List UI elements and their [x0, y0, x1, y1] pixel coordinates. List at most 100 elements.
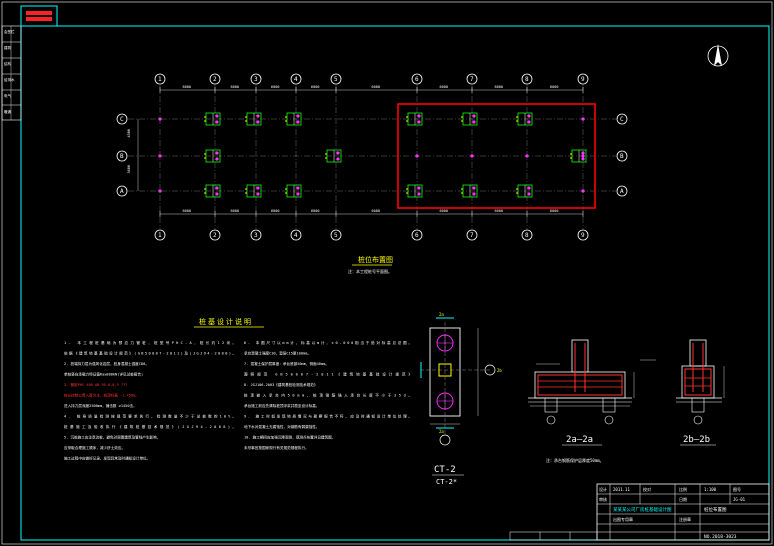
tb-label-scale: 比例 [679, 486, 687, 492]
axis-label: 2 [213, 232, 217, 239]
note-line: 依据《建筑地基基础设计规范》(GB50007-2011)及(JGJ94-2008… [64, 351, 236, 356]
axis-bubble [154, 229, 166, 241]
axis-bubble [290, 73, 302, 85]
dim-label-bottom: 6000 [550, 209, 558, 213]
north-arrow-icon [707, 44, 729, 67]
axis-bubble [116, 113, 128, 125]
axis-bubble [290, 229, 302, 241]
pile-cap [204, 184, 221, 198]
axis-bubble [577, 73, 589, 85]
dim-label-bottom: 6000 [271, 209, 279, 213]
axis-bubble [411, 229, 423, 241]
signature-strip [509, 531, 598, 541]
axis-label: 8 [525, 232, 529, 239]
dim-label-top: 6000 [495, 85, 503, 89]
tb-label-design: 设计 [599, 486, 607, 492]
section-2b-drawing [676, 339, 725, 425]
note-line: 承台施工前应先清除桩顶浮浆并凿至设计标高。 [244, 403, 319, 408]
plan-title: 桩位布置图 [358, 255, 393, 264]
tb-date: 2011.11 [613, 487, 630, 492]
side-tab-label: 电气 [4, 93, 11, 98]
highlight-box [397, 103, 596, 209]
note-line: 桩长控制以贯入度为主，桩顶标高 -1.450m。 [64, 393, 139, 398]
ct2-mark-bottom: 2a [439, 429, 444, 434]
tb-stamp: 出图专用章 [613, 516, 633, 522]
pile-marker [158, 189, 162, 193]
side-tab-label: 建筑 [4, 45, 11, 50]
pile-layout-plan: 6000 6000 6000 6000 6000 6000 6000 6000 6000 6000… [116, 73, 628, 241]
tb-label-date: 日期 [679, 496, 687, 502]
dim-label-bottom: 6000 [311, 209, 319, 213]
axis-bubble [616, 150, 628, 162]
pile-marker [581, 117, 585, 121]
ct2-mark-top: 2a [439, 312, 444, 317]
axis-label: 9 [581, 232, 585, 239]
pile-cap [204, 149, 221, 163]
axis-label: C [620, 116, 624, 123]
ct2-label: CT-2 [434, 465, 456, 475]
dim-label-top: 6000 [311, 85, 319, 89]
axis-label: 3 [254, 232, 258, 239]
note-line: 2. 桩端持力层为强风化岩层，桩身混凝土强度C80。 [64, 361, 149, 366]
tb-label-approve: 审核 [599, 496, 607, 502]
notes-title: 桩基设计说明 [199, 317, 253, 326]
tb-label-check: 校对 [643, 486, 651, 492]
pile-cap [461, 112, 478, 126]
axis-label: 4 [294, 232, 298, 239]
note-line: 桩顶嵌入承台内50mm，桩顶钢筋锚入承台长度不小于35d。 [244, 393, 412, 398]
axis-label: C [120, 116, 124, 123]
dim-label-bottom: 6000 [183, 209, 191, 213]
pile-marker [415, 154, 419, 158]
pile-cap [245, 184, 262, 198]
ct2-sublabel: CT-2* [436, 478, 457, 486]
axis-label: 8 [525, 76, 529, 83]
pile-marker [581, 189, 585, 193]
axis-label: 1 [158, 76, 162, 83]
note-line: 桩基施工及验收执行《建筑桩基技术规范》(JGJ94-2008)。 [64, 424, 236, 429]
note-line: 遵照规范 GB50007-2011《建筑地基基础设计规范》 [244, 372, 412, 377]
dim-label-top: 6000 [231, 85, 239, 89]
pile-cap [204, 112, 221, 126]
note-line: 3. 管桩PHC 400 AB 95-8,8,9 ??? [64, 382, 127, 387]
axis-label: B [120, 153, 124, 160]
pile-cap [406, 112, 423, 126]
pile-marker [158, 117, 162, 121]
ct2-cap-plan [420, 317, 496, 446]
axis-bubble [330, 73, 342, 85]
axis-label: A [120, 188, 124, 195]
axis-label: 6 [415, 232, 419, 239]
dim-label-top: 6000 [550, 85, 558, 89]
note-line: 10. 施工期间应加强沉降观测，观测点布置详见建筑图， [244, 435, 335, 440]
pile-cap [406, 184, 423, 198]
pile-cap [516, 112, 533, 126]
drawing-border [20, 25, 770, 541]
note-line: 应采取合理施工顺序，减少挤土效应。 [64, 445, 125, 450]
axis-bubble [250, 229, 262, 241]
note-line: 7. 混凝土保护层厚度：承台底部50mm，侧面40mm。 [244, 361, 329, 366]
section-2a-drawing [528, 339, 656, 425]
pile-cap [461, 184, 478, 198]
pile-marker [525, 154, 529, 158]
section-2b-label: 2b—2b [683, 435, 710, 445]
axis-bubble [330, 229, 342, 241]
side-tab-label: 暖通 [4, 109, 11, 114]
axis-label: B [620, 153, 624, 160]
axis-bubble [466, 73, 478, 85]
pile-marker [581, 154, 585, 158]
pile-marker [158, 154, 162, 158]
note-line: 进入持力层深度2500mm，锤击数 ≥1450击。 [64, 403, 137, 408]
axis-bubble [250, 73, 262, 85]
note-line: 施工过程中应做好记录，发现异常及时通知设计单位。 [64, 456, 150, 461]
axis-bubble [209, 73, 221, 85]
note-line: 6. 本图尺寸以mm计，标高以m计，±0.000相当于绝对标高见总图。 [244, 340, 412, 345]
pile-marker [470, 154, 474, 158]
side-tab-label: 会签栏 [4, 29, 15, 34]
axis-bubble [616, 185, 628, 197]
section-note: 注：承台钢筋保护层厚度50mm。 [546, 457, 604, 463]
dim-label-bottom: 6000 [372, 209, 380, 213]
ct2-mark-right: 2b [497, 368, 502, 373]
dim-label-top: 6000 [440, 85, 448, 89]
pile-cap [285, 184, 302, 198]
